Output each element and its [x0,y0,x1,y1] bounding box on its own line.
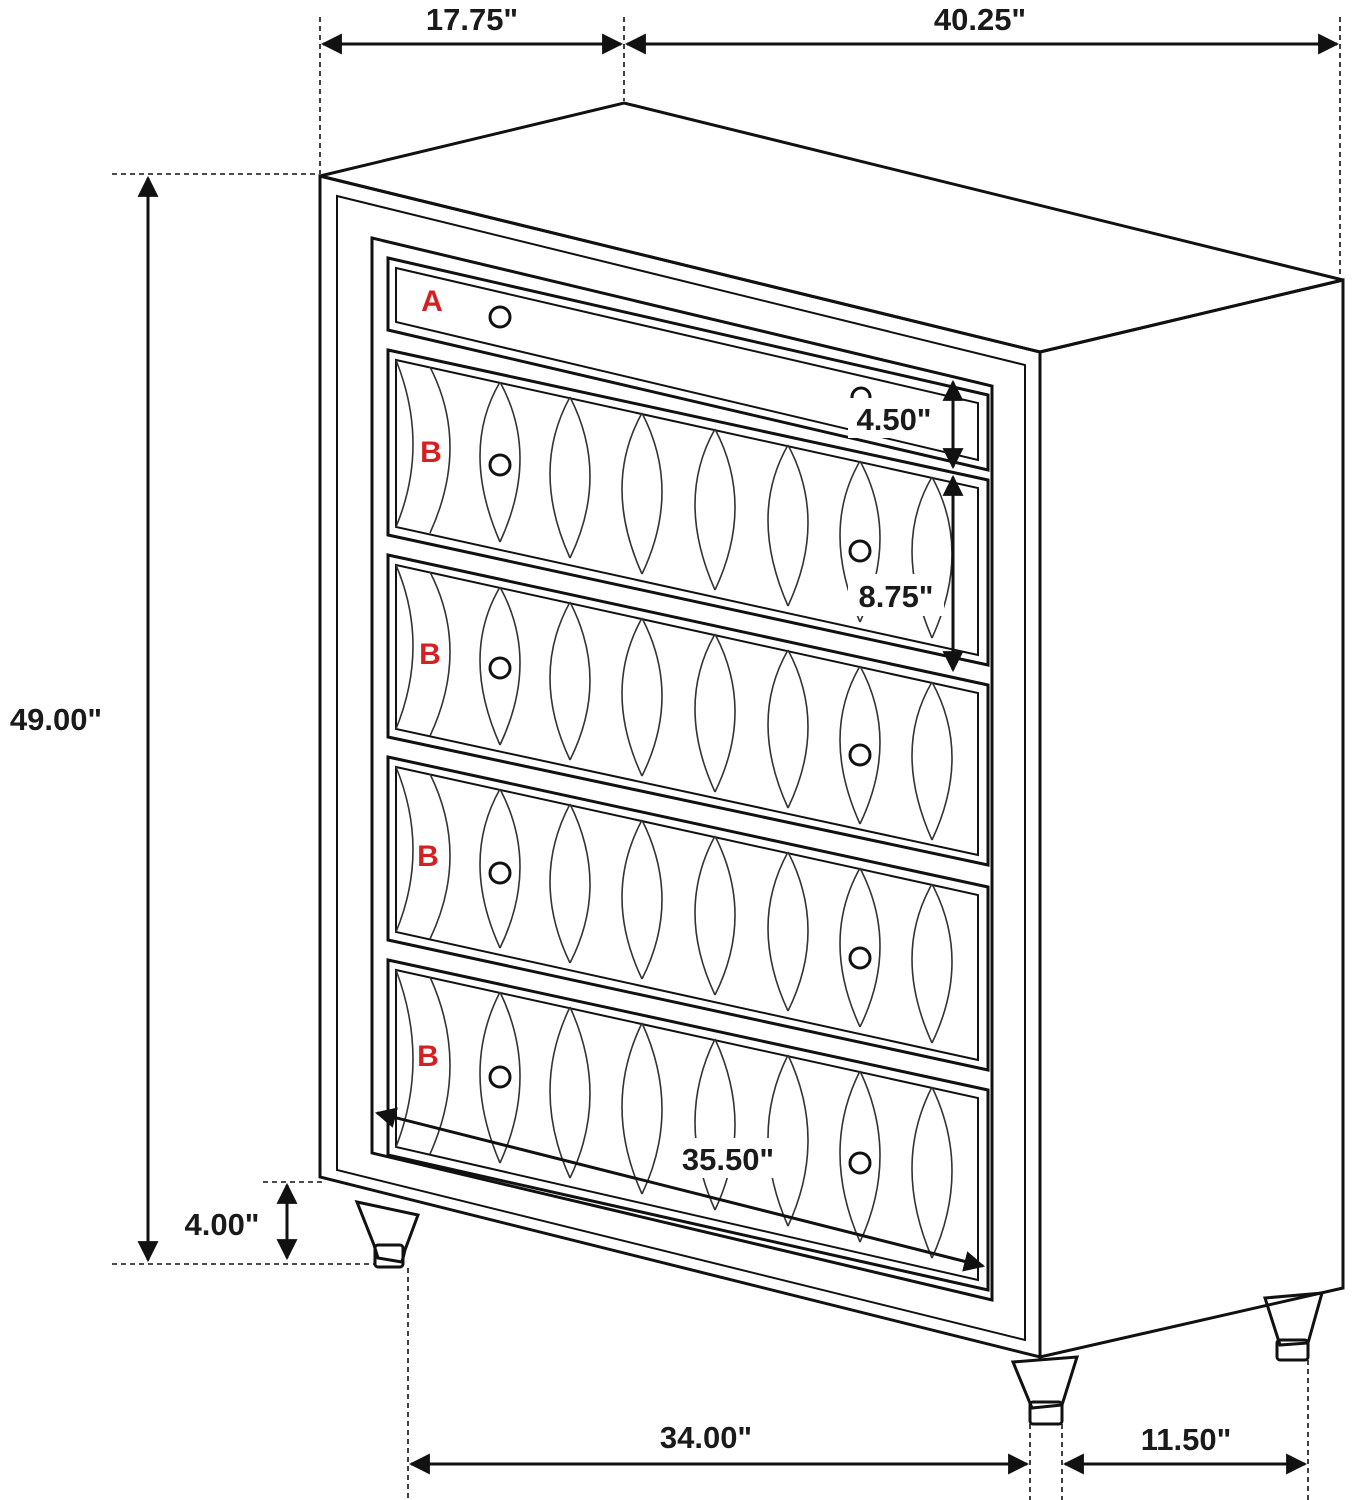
drawer-label-b: B [417,840,439,873]
label-bottom-width: 34.00" [660,1420,752,1455]
cabinet-body [318,101,1345,1359]
label-bottom-depth: 11.50" [1141,1422,1232,1457]
drawer-a [386,256,990,472]
cabinet-side [1038,278,1345,1359]
drawer-label-b: B [420,436,442,469]
knob-icon [488,305,512,329]
dimension-labels: 17.75" 40.25" 49.00" 4.00" 4.50" 8.75" 3… [10,2,1231,1457]
drawer-b-1 [386,348,990,667]
label-height: 49.00" [10,702,102,737]
extension-lines [112,17,1341,1500]
leg-front-left [354,1199,421,1264]
drawer-b-4 [386,958,990,1292]
label-drawer-b-height: 8.75" [858,579,933,614]
front-frame-outer [336,194,1026,1342]
drawer-letters: A B B B B [417,285,443,1073]
drawer-label-b: B [419,638,441,671]
label-drawer-a-height: 4.50" [856,402,931,437]
label-drawer-width: 35.50" [682,1142,774,1177]
cabinet-top [319,101,1344,354]
dimension-arrows [137,33,1340,1475]
leg-front-right [1010,1355,1080,1410]
drawer-label-a: A [421,285,443,318]
drawer-label-b: B [417,1040,439,1073]
front-frame-inner [370,236,994,1302]
label-top-width: 40.25" [934,2,1026,37]
legs [354,1199,1325,1426]
arrow-drawer-width [374,1107,986,1272]
label-top-depth: 17.75" [426,2,518,37]
drawer-b-2 [386,553,990,867]
drawer-b-3 [386,755,990,1072]
label-leg-height: 4.00" [184,1207,259,1242]
